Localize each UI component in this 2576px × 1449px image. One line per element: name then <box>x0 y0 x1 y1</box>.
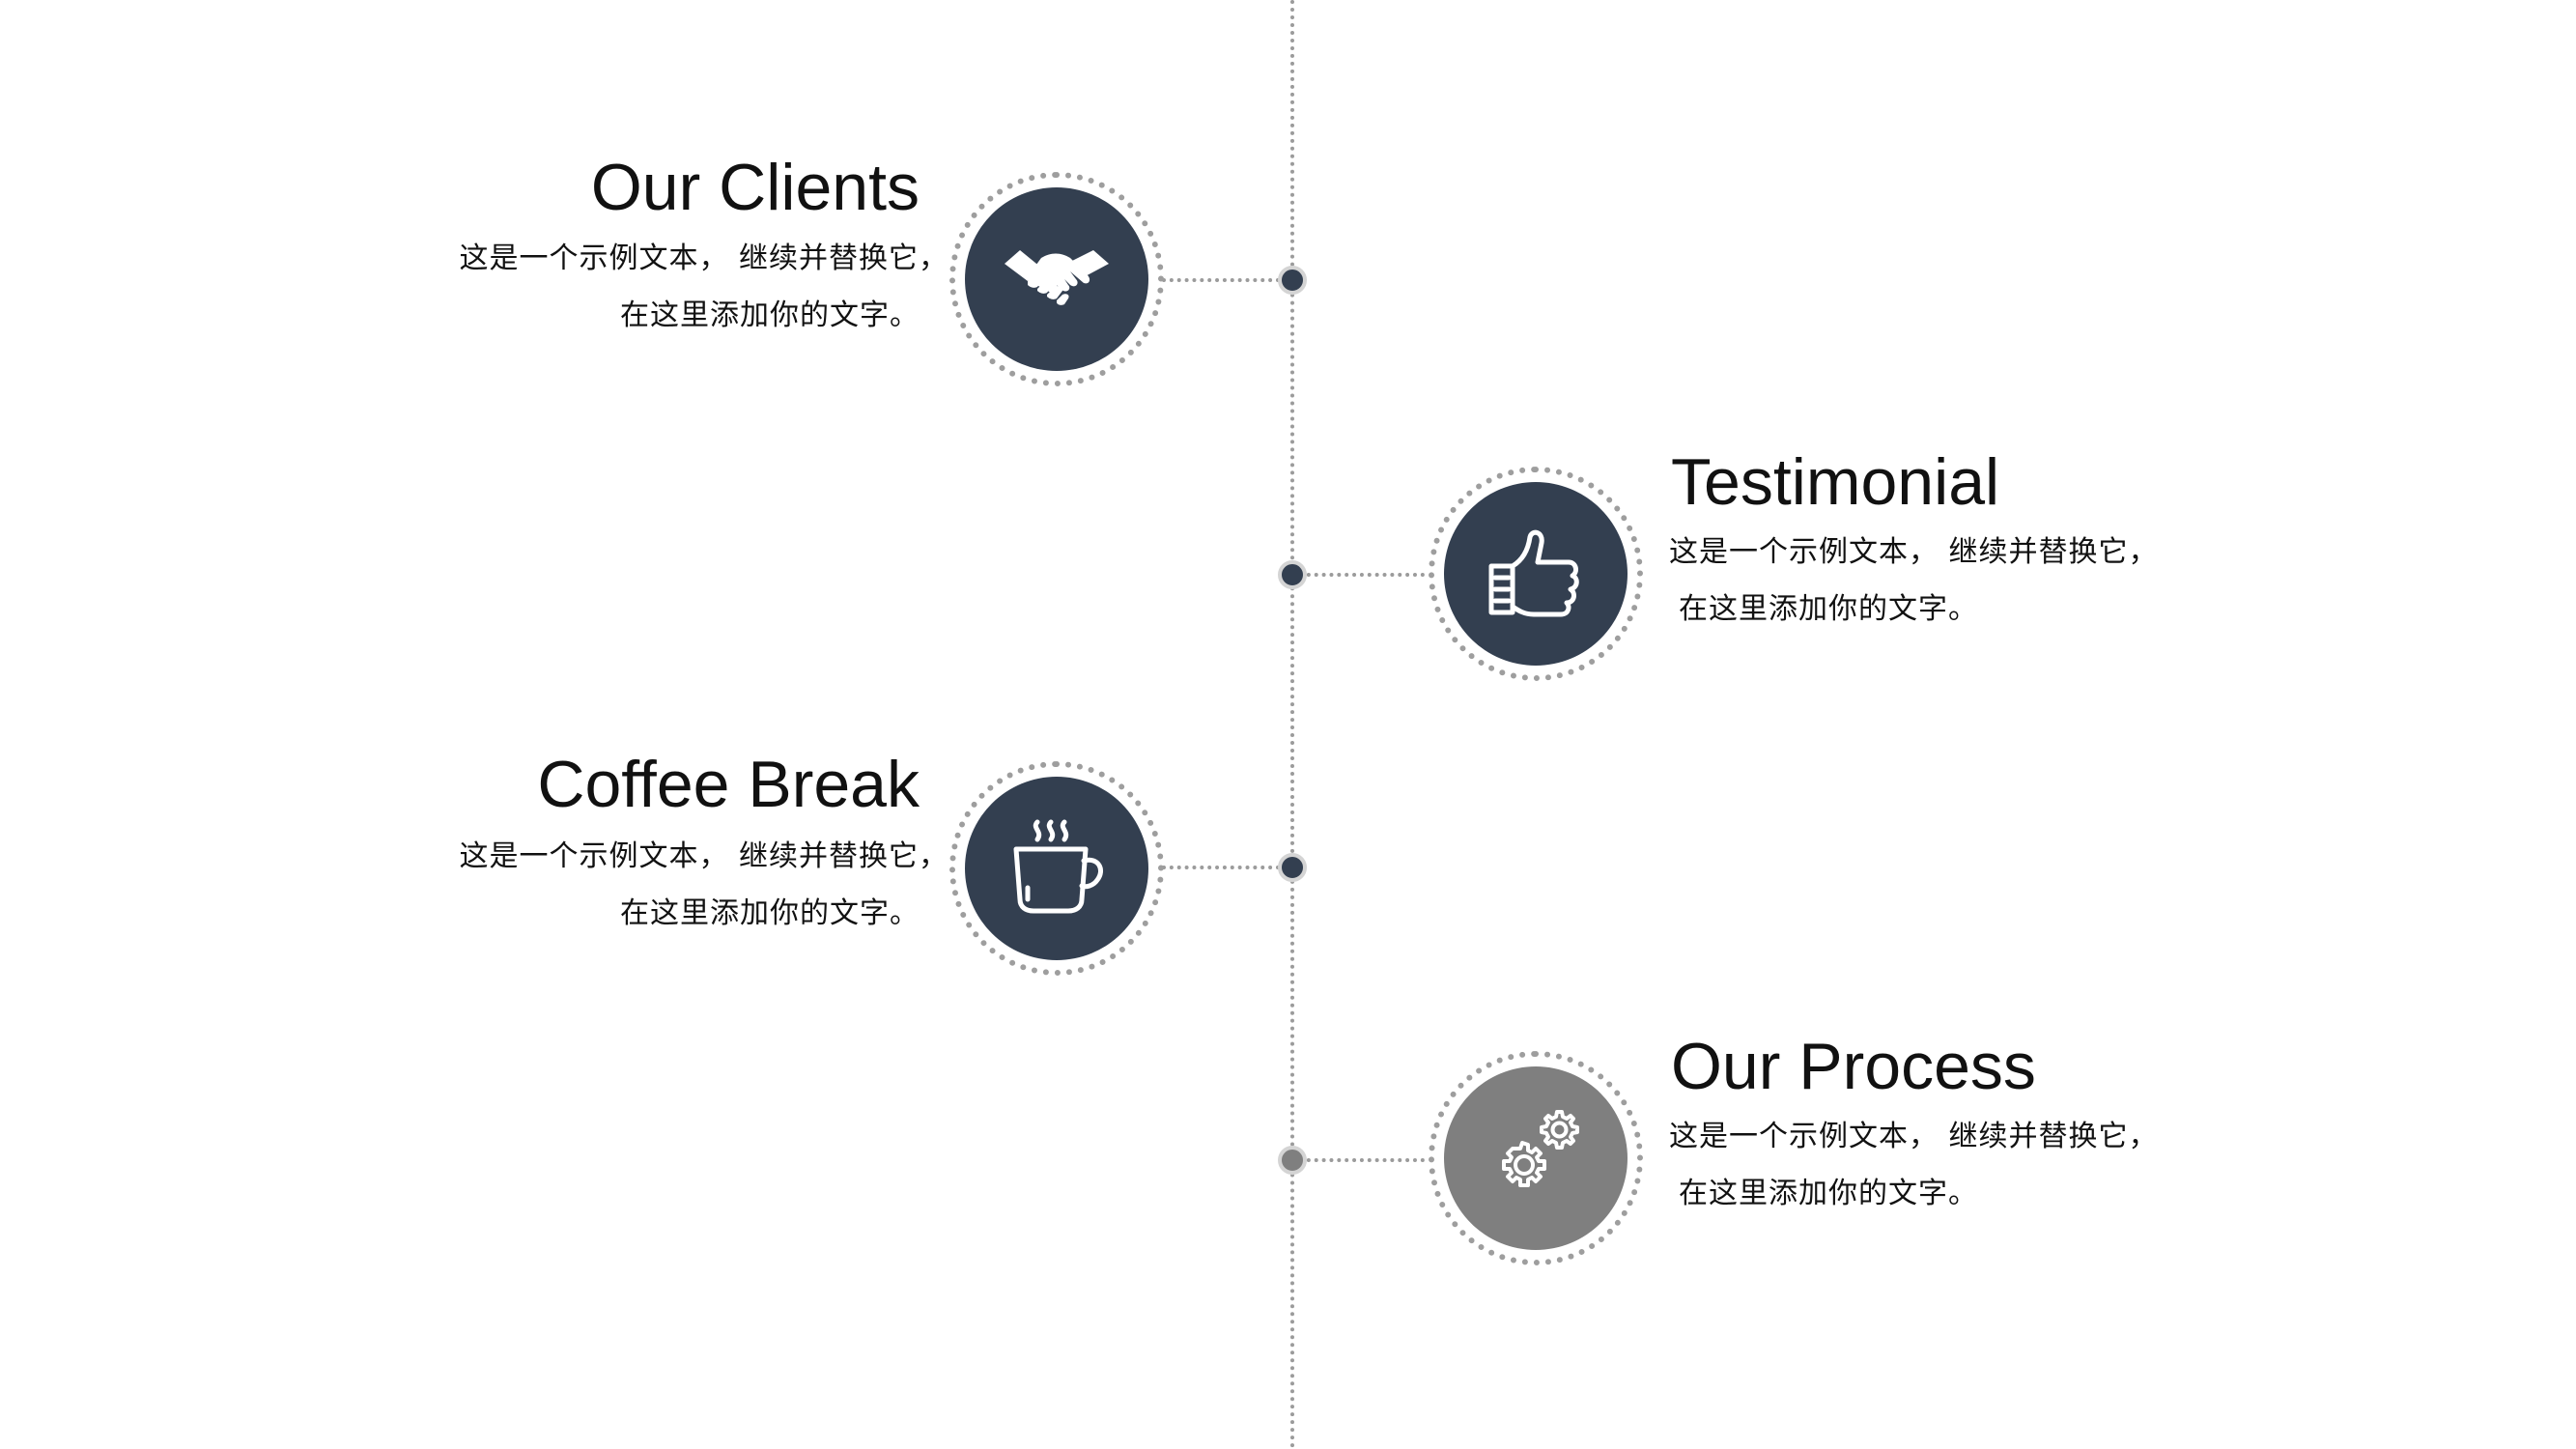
timeline-line <box>1290 0 1294 1449</box>
gears-icon <box>1502 1110 1579 1187</box>
item-title-process: Our Process <box>1671 1030 2036 1103</box>
connector-coffee <box>1162 866 1288 869</box>
circle-process <box>1444 1066 1628 1250</box>
item-title-coffee: Coffee Break <box>537 748 920 821</box>
thumbs-up-icon <box>1488 529 1579 617</box>
timeline-dot-testimonial <box>1278 560 1307 589</box>
ring-testimonial <box>1429 467 1643 681</box>
ring-clients <box>949 172 1164 386</box>
item-desc-line1-clients: 这是一个示例文本， 继续并替换它， <box>459 242 948 275</box>
item-desc-line2-coffee: 在这里添加你的文字。 <box>620 896 920 930</box>
item-desc-line1-testimonial: 这是一个示例文本， 继续并替换它， <box>1669 535 2159 569</box>
ring-coffee <box>949 761 1164 976</box>
item-desc-line2-testimonial: 在这里添加你的文字。 <box>1679 592 1978 626</box>
circle-coffee <box>965 777 1148 960</box>
connector-testimonial <box>1299 573 1425 577</box>
timeline-dot-clients <box>1278 266 1307 295</box>
timeline-dot-coffee <box>1278 853 1307 882</box>
ring-process <box>1429 1051 1643 1265</box>
item-desc-line2-process: 在这里添加你的文字。 <box>1679 1177 1978 1210</box>
item-title-testimonial: Testimonial <box>1671 445 2000 519</box>
item-desc-line2-clients: 在这里添加你的文字。 <box>620 298 920 332</box>
item-title-clients: Our Clients <box>590 151 920 224</box>
handshake-icon <box>1005 250 1109 305</box>
circle-testimonial <box>1444 482 1628 666</box>
item-desc-line1-coffee: 这是一个示例文本， 继续并替换它， <box>459 839 948 873</box>
coffee-cup-icon <box>1013 819 1103 914</box>
timeline-dot-process <box>1278 1146 1307 1175</box>
connector-process <box>1299 1158 1425 1162</box>
item-desc-line1-process: 这是一个示例文本， 继续并替换它， <box>1669 1120 2159 1153</box>
connector-clients <box>1162 278 1288 282</box>
circle-clients <box>965 187 1148 371</box>
